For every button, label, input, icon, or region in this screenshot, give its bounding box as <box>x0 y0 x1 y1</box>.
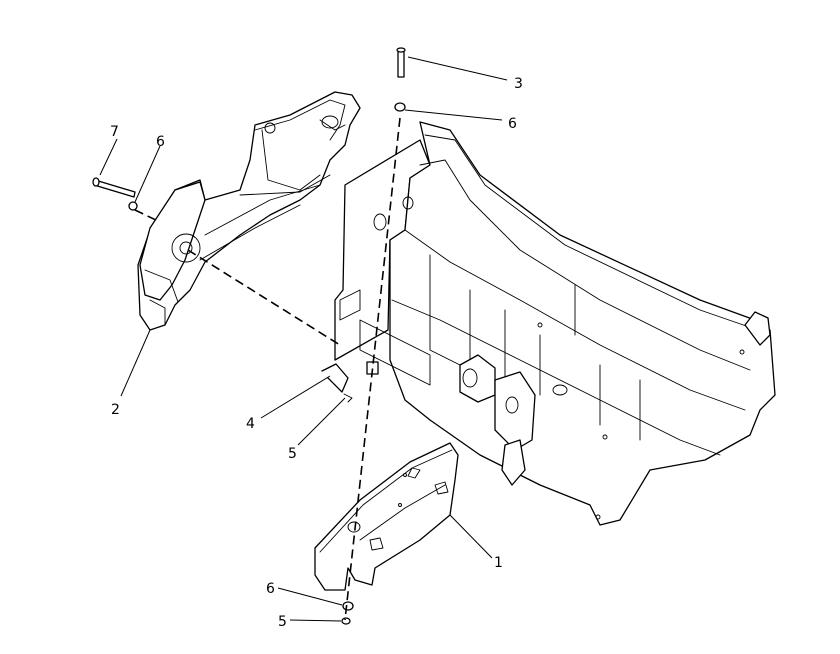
callout-6-top: 6 <box>508 116 517 132</box>
assembly-centerlines <box>134 117 401 621</box>
callout-2: 2 <box>111 402 120 418</box>
callout-labels: 3 6 7 6 2 4 5 1 6 5 <box>110 76 523 630</box>
callout-5-bottom: 5 <box>278 614 287 630</box>
callout-4: 4 <box>246 416 255 432</box>
callout-6-left: 6 <box>156 134 165 150</box>
leader-lines <box>99 56 508 622</box>
part-1-foot-plate <box>314 442 459 591</box>
callout-7: 7 <box>110 124 119 140</box>
callout-1: 1 <box>494 555 503 571</box>
hardware <box>92 47 406 625</box>
callout-6-bottom: 6 <box>266 581 275 597</box>
callout-5-middle: 5 <box>288 446 297 462</box>
part-2-mounting-arm <box>137 91 361 331</box>
callout-3: 3 <box>514 76 523 92</box>
main-frame <box>334 121 776 526</box>
